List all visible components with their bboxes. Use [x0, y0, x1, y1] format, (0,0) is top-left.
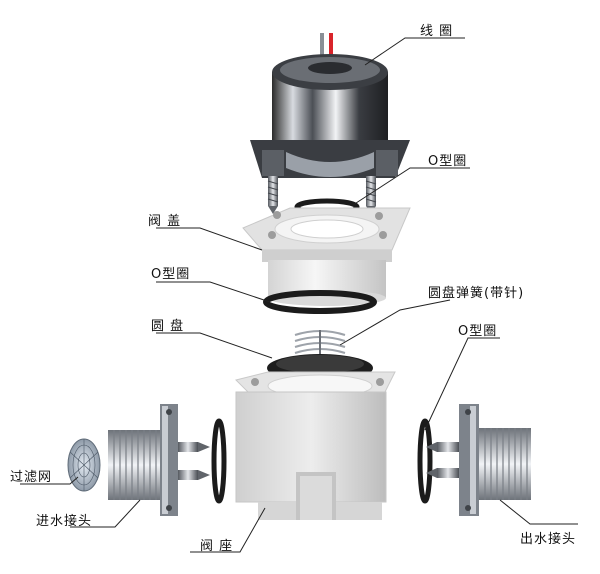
leader-lines	[20, 37, 578, 553]
label-inlet: 进水接头	[36, 514, 93, 529]
leader-bonnet	[156, 227, 263, 251]
inlet-connector	[108, 404, 210, 516]
leader-filter	[20, 476, 79, 485]
label-coil: 线 圈	[420, 24, 454, 39]
label-o-ring-right: O型圈	[458, 324, 498, 339]
label-seat: 阀 座	[200, 539, 234, 554]
label-outlet: 出水接头	[520, 532, 577, 547]
leader-disc	[156, 332, 273, 359]
label-o-ring-left: O型圈	[151, 267, 191, 282]
middle-o-ring	[263, 290, 377, 314]
leader-oring-right	[424, 337, 500, 431]
leader-coil	[364, 37, 465, 66]
label-disc: 圆 盘	[151, 319, 185, 334]
label-disc-spring: 圆盘弹簧(带针)	[428, 286, 525, 301]
label-filter: 过滤网	[10, 470, 53, 485]
outlet-connector	[426, 404, 531, 516]
coil-wire-gray	[320, 33, 324, 67]
valve-seat	[235, 371, 396, 520]
leader-disc-spring	[339, 299, 451, 346]
coil-wire-red	[329, 33, 333, 67]
leader-seat	[190, 507, 266, 553]
coil-body	[272, 72, 388, 161]
leader-oring-left	[156, 281, 271, 303]
filter-mesh	[67, 438, 101, 492]
leader-outlet	[499, 499, 578, 525]
leader-inlet	[70, 499, 141, 528]
label-bonnet: 阀 盖	[148, 214, 182, 229]
label-o-ring-top: O型圈	[428, 154, 468, 169]
leader-oring-top	[352, 167, 470, 206]
right-o-ring	[417, 418, 433, 504]
left-o-ring	[211, 418, 227, 504]
coil-assembly	[250, 33, 410, 178]
